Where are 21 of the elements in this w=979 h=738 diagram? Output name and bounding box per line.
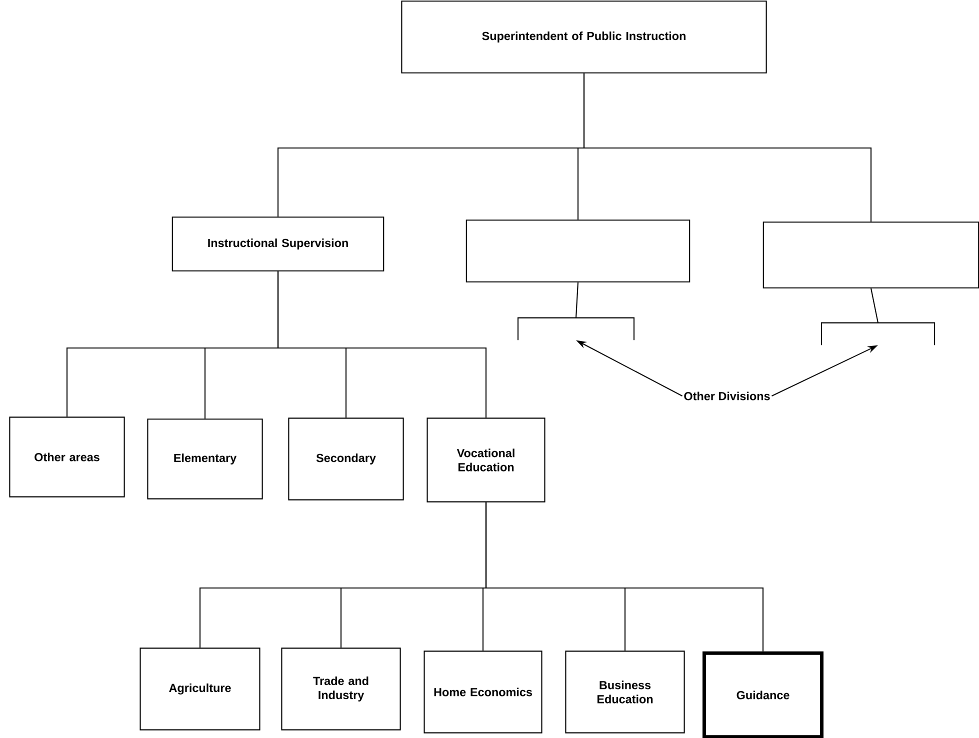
bracket bbox=[820, 322, 936, 346]
org-box: Trade and Industry bbox=[281, 648, 401, 730]
org-box: Secondary bbox=[288, 418, 404, 500]
org-box: Guidance bbox=[702, 651, 824, 738]
empty-box bbox=[762, 222, 979, 288]
connector-line bbox=[277, 271, 487, 418]
connector-line bbox=[870, 288, 879, 323]
callout-text: Other Divisions bbox=[684, 392, 770, 400]
connector-line bbox=[583, 73, 872, 222]
org-box: Instructional Supervision bbox=[172, 216, 384, 272]
org-box: Home Economics bbox=[424, 650, 542, 734]
org-box: Elementary bbox=[147, 418, 263, 500]
org-box: Agriculture bbox=[140, 648, 260, 730]
empty-box bbox=[466, 220, 690, 282]
connector-line bbox=[485, 502, 764, 652]
org-box: Vocational Education bbox=[426, 418, 546, 502]
bracket bbox=[517, 317, 635, 340]
org-box: Business Education bbox=[565, 650, 685, 734]
connector-line bbox=[575, 282, 579, 318]
org-box: Other areas bbox=[9, 416, 125, 498]
org-box: Superintendent of Public Instruction bbox=[401, 0, 767, 74]
